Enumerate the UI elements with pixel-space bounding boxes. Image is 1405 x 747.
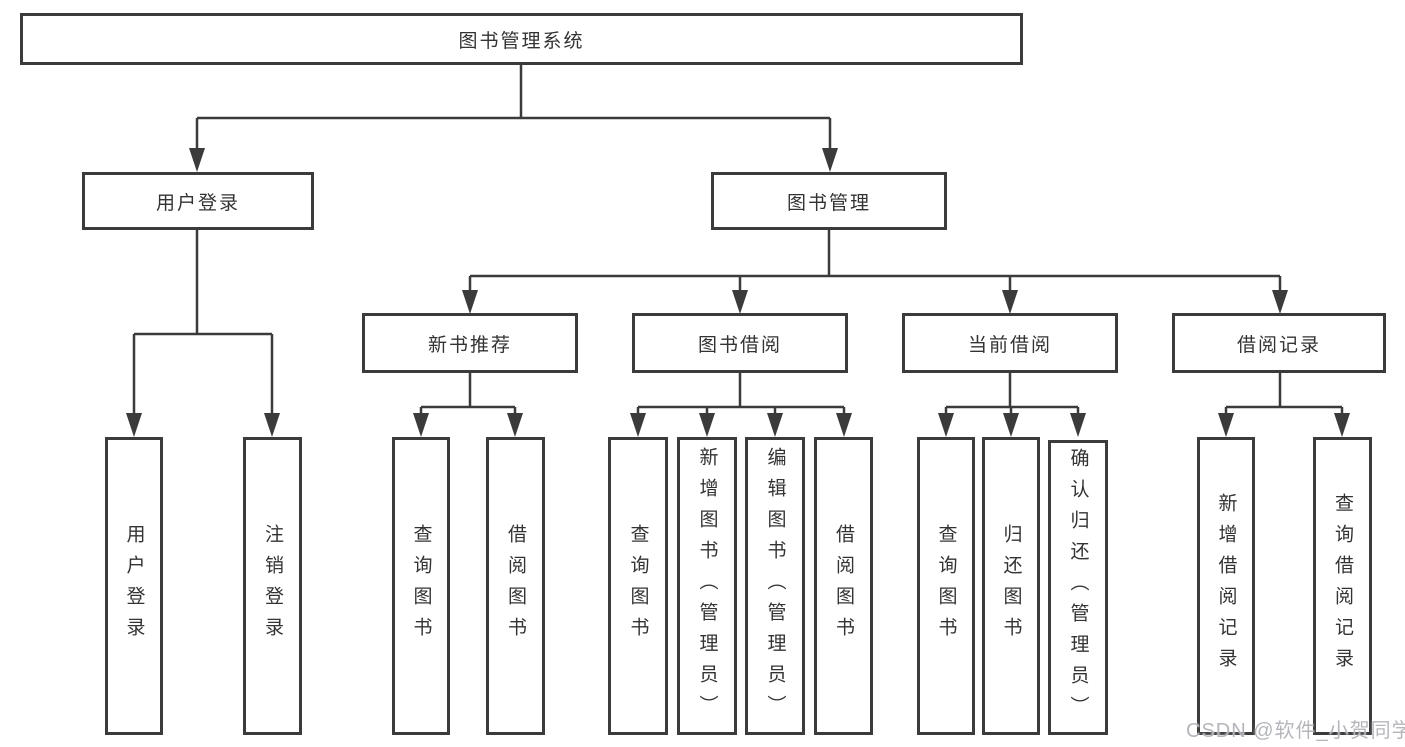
arrow-icon — [264, 413, 280, 437]
arrow-icon — [507, 413, 523, 437]
node-leaf-borrow-book: 借阅图书 — [814, 437, 873, 735]
connector-borrow-record — [1224, 373, 1344, 415]
arrow-icon — [1272, 290, 1288, 314]
arrow-icon — [126, 413, 142, 437]
arrow-icon — [938, 413, 954, 437]
node-label: 借阅图书 — [833, 524, 854, 648]
csdn-watermark: CSDN @软件_小贺同学 — [1186, 720, 1405, 742]
node-leaf-logout: 注销登录 — [243, 437, 302, 735]
node-label: 当前借阅 — [967, 334, 1052, 356]
node-leaf-add-book-admin: 新增图书（管理员） — [677, 437, 737, 735]
node-label: 新增图书（管理员） — [696, 446, 718, 726]
node-label: 图书借阅 — [697, 334, 782, 356]
node-label: 用户登录 — [123, 524, 145, 648]
arrow-icon — [836, 413, 852, 437]
node-book-management: 图书管理 — [711, 172, 947, 230]
arrow-icon — [1070, 413, 1086, 437]
node-label: 查询借阅记录 — [1332, 493, 1353, 679]
node-label: 图书管理 — [786, 192, 871, 214]
connector-new-book-recommend — [419, 373, 517, 415]
node-label: 注销登录 — [262, 524, 283, 648]
node-label: 借阅记录 — [1236, 334, 1321, 356]
connector-book-borrow — [636, 373, 846, 415]
node-user-login: 用户登录 — [82, 172, 314, 230]
node-borrow-record: 借阅记录 — [1172, 313, 1386, 373]
arrow-icon — [732, 290, 748, 314]
arrow-icon — [767, 413, 783, 437]
node-leaf-edit-book-admin: 编辑图书（管理员） — [745, 437, 805, 735]
connector-current-borrow — [944, 373, 1080, 415]
arrow-icon — [413, 413, 429, 437]
node-leaf-query-borrow-record: 查询借阅记录 — [1313, 437, 1372, 735]
arrow-icon — [462, 290, 478, 314]
arrow-icon — [822, 148, 838, 172]
node-label: 查询图书 — [935, 524, 957, 648]
node-new-book-recommend: 新书推荐 — [362, 313, 578, 373]
node-current-borrow: 当前借阅 — [902, 313, 1118, 373]
node-leaf-add-borrow-record: 新增借阅记录 — [1197, 437, 1255, 735]
node-label: 查询图书 — [410, 524, 432, 648]
node-leaf-confirm-return-admin: 确认归还（管理员） — [1048, 440, 1108, 735]
arrowheads — [126, 148, 1350, 437]
node-label: 归还图书 — [1000, 524, 1022, 648]
arrow-icon — [699, 413, 715, 437]
node-label: 编辑图书（管理员） — [764, 446, 786, 726]
node-book-borrow: 图书借阅 — [632, 313, 848, 373]
node-leaf-query-book: 查询图书 — [392, 437, 450, 735]
arrow-icon — [1334, 413, 1350, 437]
arrow-icon — [189, 148, 205, 172]
arrow-icon — [630, 413, 646, 437]
connector-user-login — [132, 230, 274, 414]
node-label: 查询图书 — [627, 524, 649, 648]
arrow-icon — [1218, 413, 1234, 437]
node-leaf-query-book: 查询图书 — [608, 437, 668, 735]
node-label: 借阅图书 — [505, 524, 526, 648]
node-label: 新书推荐 — [427, 334, 512, 356]
node-label: 确认归还（管理员） — [1067, 448, 1089, 727]
node-label: 图书管理系统 — [458, 30, 585, 52]
node-leaf-query-book: 查询图书 — [917, 437, 975, 735]
node-leaf-user-login: 用户登录 — [105, 437, 163, 735]
node-leaf-return-book: 归还图书 — [982, 437, 1040, 735]
node-label: 新增借阅记录 — [1215, 493, 1237, 679]
node-root-system: 图书管理系统 — [20, 13, 1023, 65]
node-leaf-borrow-book: 借阅图书 — [486, 437, 545, 735]
arrow-icon — [1003, 413, 1019, 437]
connector-book-management — [468, 230, 1282, 292]
connector-root — [195, 64, 832, 150]
node-label: 用户登录 — [155, 192, 240, 214]
arrow-icon — [1002, 290, 1018, 314]
